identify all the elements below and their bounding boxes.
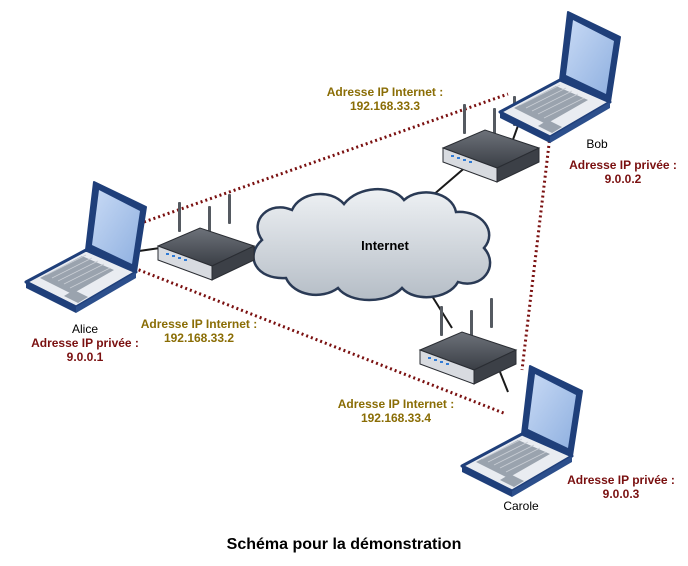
alice-name: Alice [71, 322, 99, 336]
carole-private-ip-value: 9.0.0.3 [602, 487, 640, 501]
bob-public-ip-label: Adresse IP Internet : [326, 85, 444, 99]
alice-private-ip: Adresse IP privée : 9.0.0.1 [31, 336, 139, 364]
laptop-icon-carole [460, 364, 584, 499]
carole-public-ip-label: Adresse IP Internet : [337, 397, 455, 411]
alice-public-ip-value: 192.168.33.2 [163, 331, 235, 345]
internet-cloud [252, 187, 492, 302]
p2p-link-bob-carole [520, 135, 552, 371]
carole-private-ip-label: Adresse IP privée : [567, 473, 675, 487]
link-carole-router [499, 371, 509, 393]
laptop-icon-alice [24, 180, 148, 315]
p2p-link-alice-carole [133, 266, 507, 416]
bob-name: Bob [586, 137, 608, 151]
router-icon-alice [157, 193, 255, 281]
router-icon-carole [419, 297, 517, 385]
alice-public-ip-label: Adresse IP Internet : [140, 317, 258, 331]
alice-private-ip-label: Adresse IP privée : [31, 336, 139, 350]
bob-private-ip-value: 9.0.0.2 [604, 172, 642, 186]
p2p-link-alice-bob [143, 92, 509, 224]
carole-public-ip-value: 192.168.33.4 [360, 411, 432, 425]
bob-private-ip: Adresse IP privée : 9.0.0.2 [569, 158, 677, 186]
bob-public-ip-value: 192.168.33.3 [349, 99, 421, 113]
alice-private-ip-value: 9.0.0.1 [66, 350, 104, 364]
laptop-icon-bob [498, 10, 622, 145]
bob-public-ip: Adresse IP Internet : 192.168.33.3 [327, 85, 443, 113]
alice-public-ip: Adresse IP Internet : 192.168.33.2 [141, 317, 257, 345]
bob-private-ip-label: Adresse IP privée : [569, 158, 677, 172]
link-router-bob-internet [431, 164, 469, 197]
internet-label: Internet [361, 238, 409, 253]
carole-name: Carole [503, 499, 539, 513]
diagram-caption: Schéma pour la démonstration [226, 536, 462, 553]
carole-private-ip: Adresse IP privée : 9.0.0.3 [567, 473, 675, 501]
carole-public-ip: Adresse IP Internet : 192.168.33.4 [338, 397, 454, 425]
